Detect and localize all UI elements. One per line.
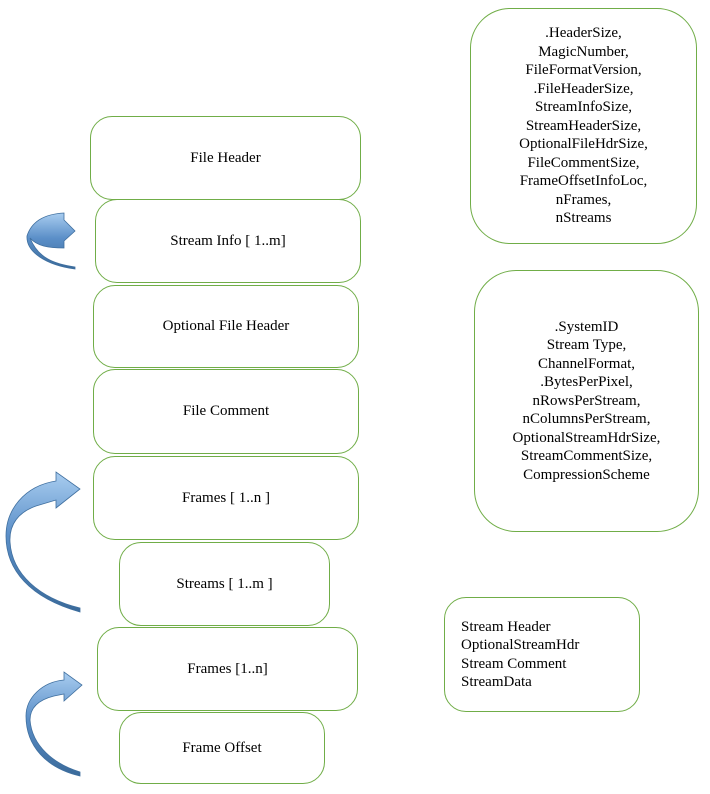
stream-info-field: OptionalStreamHdrSize, [512,429,661,446]
stream-info-box: Stream Info [ 1..m] [95,199,361,283]
stream-info-field: StreamCommentSize, [520,448,653,465]
file-header-field: StreamHeaderSize, [525,117,642,134]
frame-offset-box: Frame Offset [119,712,325,784]
file-comment-box: File Comment [93,369,359,454]
frames-bottom-box: Frames [1..n] [97,627,358,711]
stream-field: StreamData [461,674,532,690]
file-header-field: OptionalFileHdrSize, [519,136,648,153]
file-header-field: FrameOffsetInfoLoc, [519,173,648,190]
stream-info-label: Stream Info [ 1..m] [170,232,286,249]
stream-field: Stream Comment [461,655,567,672]
file-header-box: File Header [90,116,361,200]
frame-offset-label: Frame Offset [182,739,262,756]
streams-label: Streams [ 1..m ] [176,575,273,592]
frames-bottom-label: Frames [1..n] [187,660,268,677]
optional-file-header-label: Optional File Header [162,318,290,334]
stream-info-field: Stream Type, [546,337,627,354]
stream-info-field: CompressionScheme [523,466,650,483]
frames-top-label: Frames [ 1..n ] [182,489,270,506]
file-header-field: MagicNumber, [538,43,629,60]
file-header-field: .FileHeaderSize, [533,80,634,97]
file-header-fields-box: .HeaderSize, MagicNumber, FileFormatVers… [470,8,697,244]
repeat-arrow-icon [26,212,76,270]
file-header-label: File Header [190,149,261,166]
file-header-field: FileCommentSize, [527,154,640,171]
stream-field: OptionalStreamHdr [461,637,580,653]
repeat-arrow-icon [25,671,83,777]
file-header-field: nFrames, [555,191,612,208]
stream-info-fields-box: .SystemID Stream Type, ChannelFormat, .B… [474,270,699,532]
stream-field: Stream Header [461,618,551,635]
stream-info-field: .SystemID [554,318,619,335]
file-header-field: nStreams [555,210,612,227]
streams-box: Streams [ 1..m ] [119,542,330,626]
file-header-field: .HeaderSize, [545,25,622,42]
file-header-field: StreamInfoSize, [534,99,633,116]
file-comment-label: File Comment [182,403,270,419]
stream-fields-box: Stream Header OptionalStreamHdr Stream C… [444,597,640,712]
file-header-field: FileFormatVersion, [525,62,642,79]
stream-info-field: nColumnsPerStream, [522,411,651,428]
stream-info-field: nRowsPerStream, [532,392,641,409]
frames-top-box: Frames [ 1..n ] [93,456,359,540]
repeat-arrow-icon [5,471,81,613]
optional-file-header-box: Optional File Header [93,285,359,368]
stream-info-field: ChannelFormat, [537,355,636,372]
stream-info-field: .BytesPerPixel, [540,374,633,391]
